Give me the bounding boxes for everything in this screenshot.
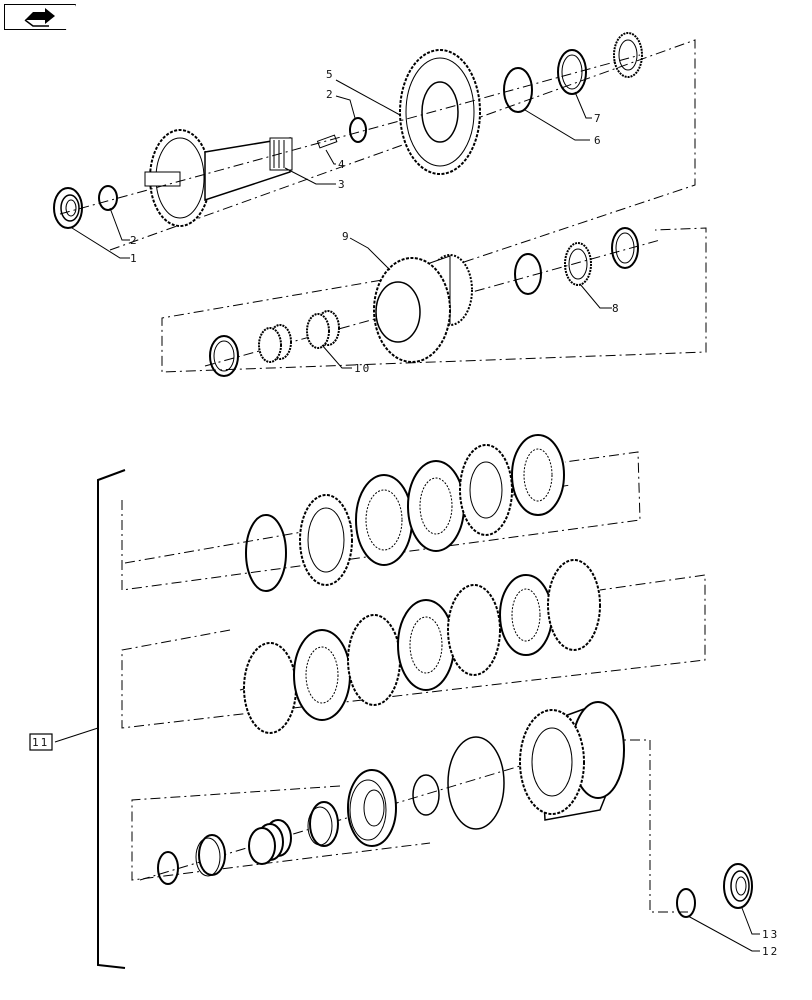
thrust-bearing: [613, 32, 643, 78]
snap-ring-part-2b: [349, 117, 367, 143]
callout-1: 1: [130, 252, 139, 265]
callout-8: 8: [612, 302, 621, 315]
callout-7: 7: [594, 112, 603, 125]
clutch-plate-int-2: [397, 599, 455, 691]
clutch-plate-ext-4: [547, 559, 601, 651]
callout-9: 9: [342, 230, 351, 243]
gear-part-5: [399, 49, 481, 175]
callout-2b: 2: [326, 88, 335, 101]
needle-bearing-part-10a: [258, 324, 292, 363]
pin-part-4: [316, 134, 338, 149]
seal-small: [412, 774, 440, 816]
retainer-ring: [307, 801, 339, 847]
callout-13: 13: [762, 928, 779, 941]
callout-3: 3: [338, 178, 347, 191]
snap-ring-large: [245, 514, 287, 592]
circlip-small: [157, 851, 179, 885]
snap-ring-part-2: [98, 185, 118, 211]
clutch-plate-external-b: [459, 444, 513, 536]
piston: [347, 769, 397, 847]
callout-box-11: [29, 733, 53, 751]
shaft-assembly-group: [53, 32, 696, 271]
gear-part-9: [373, 254, 473, 363]
clutch-row-1: [121, 434, 641, 592]
washer-part-7: [557, 49, 587, 95]
bearing-part-1: [53, 187, 83, 229]
callout-10: 10: [354, 362, 371, 375]
callout-4: 4: [338, 158, 347, 171]
callout-12: 12: [762, 945, 779, 958]
callout-5: 5: [326, 68, 335, 81]
snap-ring-part-12: [676, 888, 696, 918]
shaft-gear-part-3: [144, 129, 293, 227]
clutch-pack-bracket: [29, 469, 126, 969]
clutch-plate-ext-3: [447, 584, 501, 676]
gear-9-assembly-group: [161, 227, 707, 377]
callout-2: 2: [130, 234, 139, 247]
washer-ring-c: [611, 227, 639, 269]
clutch-row-3: [131, 701, 690, 913]
seal-large: [447, 736, 505, 830]
clutch-plate-external: [299, 494, 353, 586]
leader-lines: [71, 79, 760, 952]
clutch-plate-internal: [355, 474, 413, 566]
needle-bearing-part-10b: [306, 310, 340, 349]
page-forward-icon: [24, 8, 55, 27]
spacer-ring: [195, 834, 226, 877]
washer-ring-b: [514, 253, 542, 295]
spring-pack: [248, 819, 292, 865]
callout-6: 6: [594, 134, 603, 147]
bearing-part-13: [723, 863, 753, 909]
clutch-plate-int-3: [499, 574, 553, 656]
clutch-plate-int-1: [293, 629, 351, 721]
clutch-plate-ext-1: [243, 642, 297, 734]
callout-labels: 1 2 3 4 5 2 6 7 8 9 10 11 12 13: [32, 68, 779, 958]
page-nav-button[interactable]: [4, 4, 76, 30]
washer-ring: [209, 335, 239, 377]
clutch-plate-internal-c: [511, 434, 565, 516]
circlip-part-6: [503, 67, 533, 113]
thrust-bearing-part-8: [564, 242, 592, 286]
clutch-plate-ext-2: [347, 614, 401, 706]
clutch-drum: [519, 701, 625, 821]
clutch-row-2: [121, 559, 706, 734]
clutch-plate-internal-b: [407, 460, 465, 552]
callout-11: 11: [32, 736, 49, 749]
